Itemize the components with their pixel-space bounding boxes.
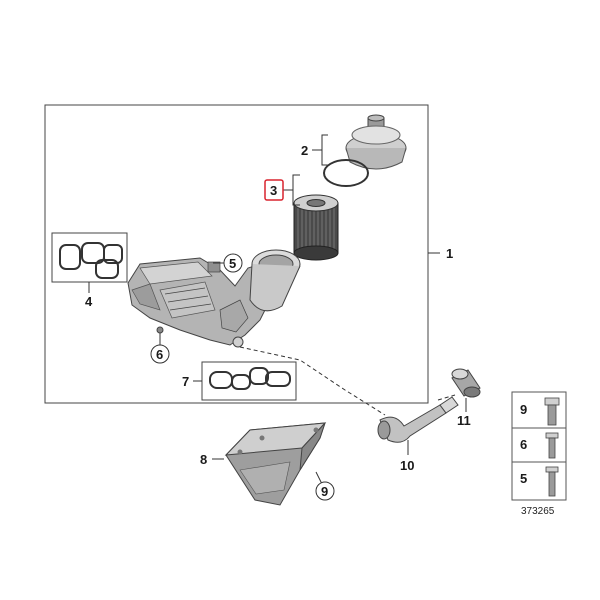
seal-set[interactable] <box>209 367 291 390</box>
legend-number-6[interactable]: 6 <box>520 437 527 452</box>
callout-11[interactable]: 11 <box>457 413 471 428</box>
screw-6-icon <box>545 432 559 459</box>
cap-o-ring[interactable] <box>323 159 369 187</box>
housing-gasket-set[interactable] <box>59 242 123 279</box>
callout-1[interactable]: 1 <box>446 246 453 261</box>
pipe-elbow[interactable] <box>377 396 459 443</box>
callout-4[interactable]: 4 <box>85 294 93 309</box>
callout-6[interactable]: 6 <box>156 347 163 362</box>
callout-9[interactable]: 9 <box>321 484 328 499</box>
diagram-id: 373265 <box>521 506 555 517</box>
fastener-legend <box>511 391 567 501</box>
oil-filter-housing[interactable] <box>127 249 301 348</box>
assembly-frame <box>44 104 429 404</box>
callout-10[interactable]: 10 <box>400 458 414 473</box>
callout-2[interactable]: 2 <box>301 143 308 158</box>
callout-3[interactable]: 3 <box>270 183 277 198</box>
filter-element[interactable] <box>293 194 339 261</box>
legend-number-5[interactable]: 5 <box>520 471 527 486</box>
callout-7[interactable]: 7 <box>182 374 189 389</box>
screw-9-icon <box>544 397 560 426</box>
hose-connector[interactable] <box>451 368 481 398</box>
legend-number-9[interactable]: 9 <box>520 402 527 417</box>
heat-exchanger[interactable] <box>224 422 327 506</box>
screw-5-icon <box>545 466 559 497</box>
gasket-set-box <box>51 232 128 283</box>
callout-6-circle <box>150 344 170 364</box>
callout-8[interactable]: 8 <box>200 452 207 467</box>
callout-5-circle <box>223 253 243 273</box>
callout-3-highlight <box>264 179 284 201</box>
callout-5[interactable]: 5 <box>229 256 236 271</box>
callout-9-circle <box>315 481 335 501</box>
